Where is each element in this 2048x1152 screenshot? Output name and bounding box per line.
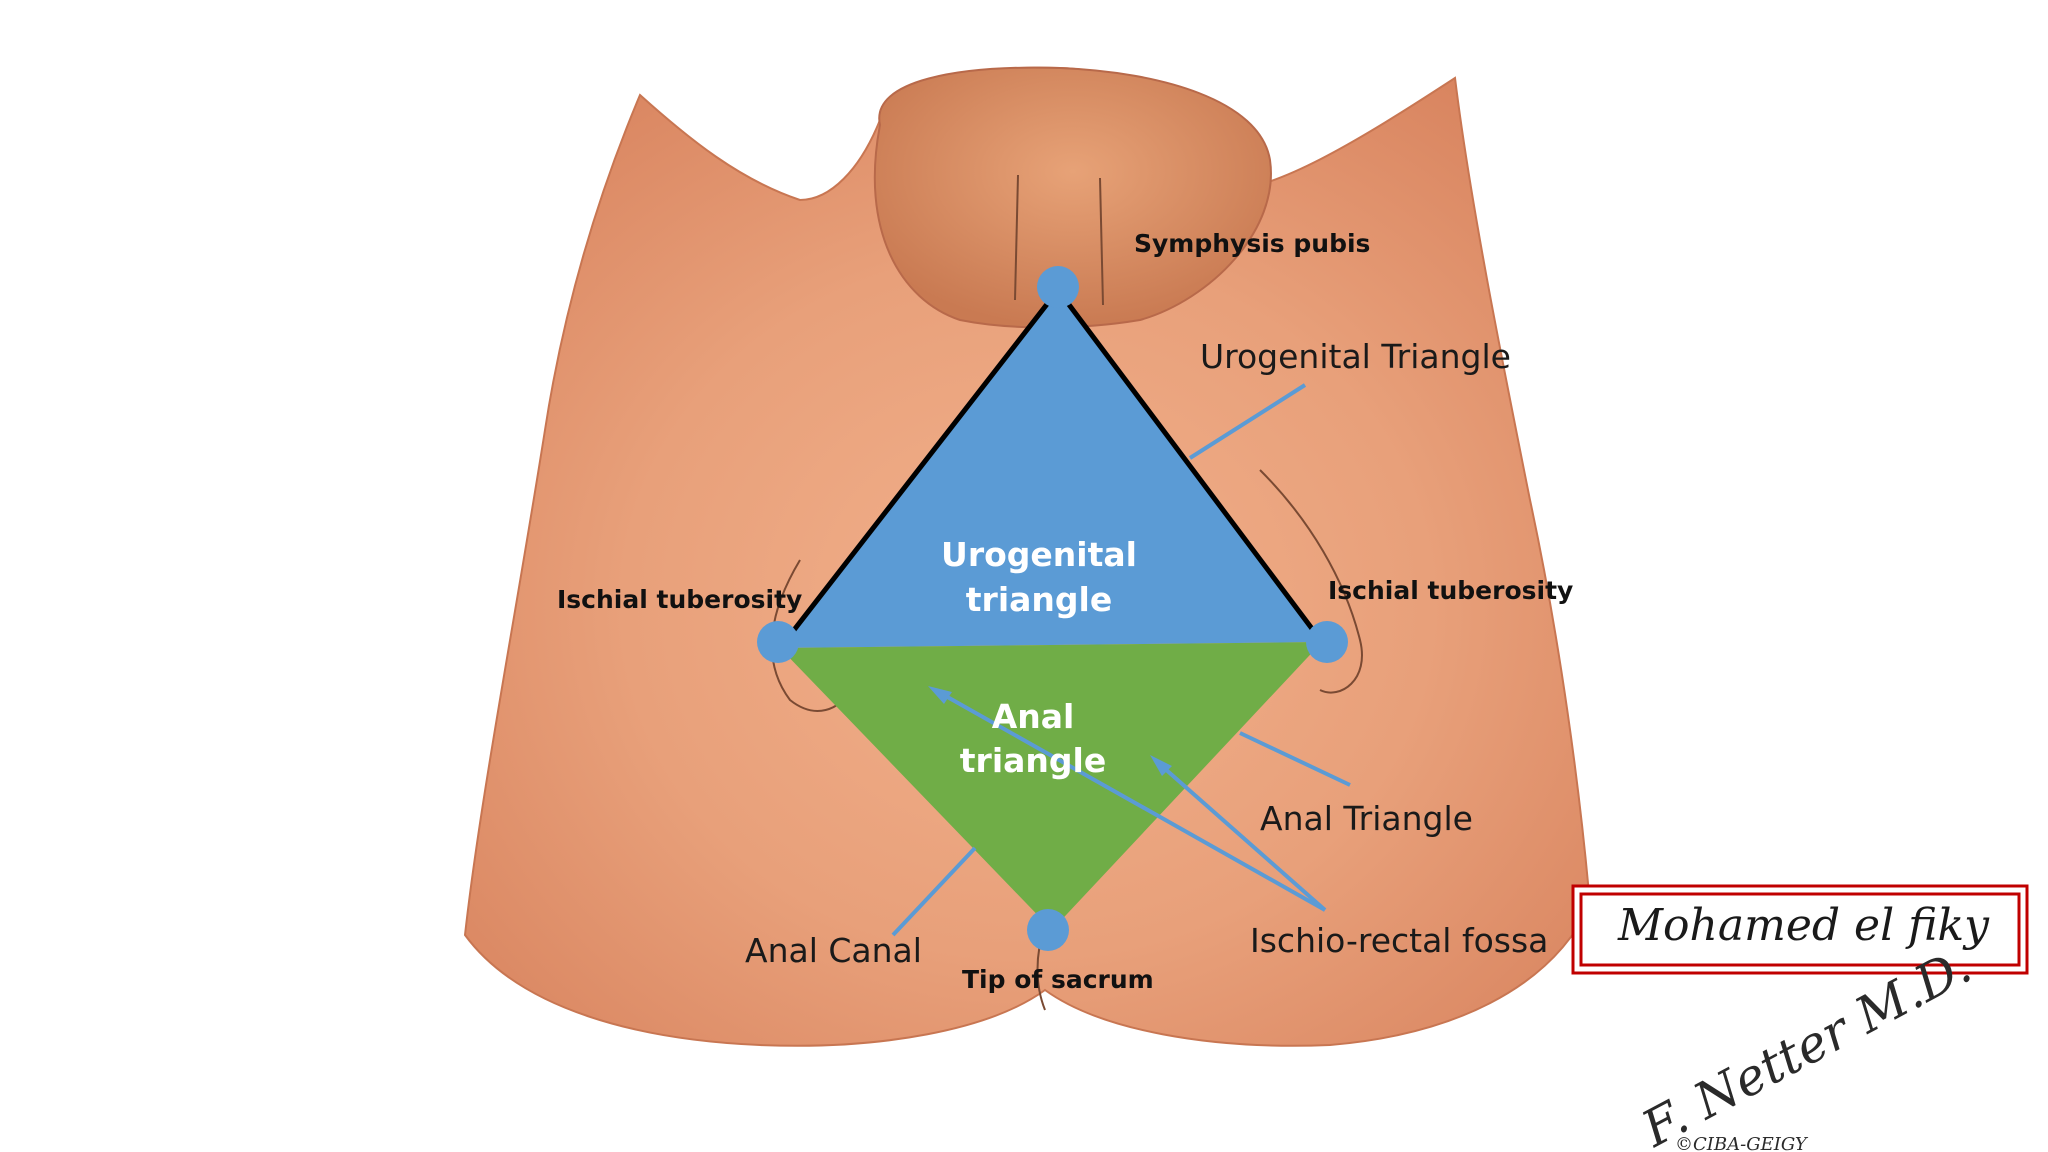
arrowhead-fossa-2 <box>1150 755 1172 776</box>
leader-anal-canal <box>891 846 977 937</box>
raphe-line-left <box>1014 174 1019 301</box>
leader-ischio-rectal-2 <box>1153 758 1327 912</box>
raphe-line-right <box>1099 177 1104 306</box>
symphysis-pubis-dot <box>1037 266 1079 308</box>
label-ischio-rectal-fossa: Ischio-rectal fossa <box>1250 921 1548 960</box>
label-urogenital-triangle-callout: Urogenital Triangle <box>1200 337 1511 376</box>
label-ischial-tuberosity-left: Ischial tuberosity <box>557 585 802 614</box>
label-anal-inner-line1: Anal <box>992 697 1075 736</box>
label-urogenital-inner-line2: triangle <box>966 580 1112 619</box>
ischial-tuberosity-left-dot <box>757 621 799 663</box>
label-urogenital-inner-line1: Urogenital <box>941 535 1137 574</box>
copyright-fragment: ©CIBA-GEIGY <box>1675 1134 1809 1152</box>
anal-triangle-region <box>780 642 1322 930</box>
thigh-fold-left <box>770 559 851 712</box>
arrowhead-fossa-1 <box>928 686 952 704</box>
author-box-inner <box>1579 892 2021 967</box>
scrotum <box>873 66 1272 329</box>
urogenital-triangle-region <box>780 290 1322 648</box>
leader-anal-triangle <box>1239 731 1351 787</box>
landmarks <box>757 266 1348 951</box>
ischial-tuberosity-right-dot <box>1306 621 1348 663</box>
thigh-fold-right <box>1259 469 1363 694</box>
label-symphysis-pubis: Symphysis pubis <box>1134 229 1370 258</box>
label-ischial-tuberosity-right: Ischial tuberosity <box>1328 576 1573 605</box>
tip-of-sacrum-dot <box>1027 909 1069 951</box>
leader-lines <box>891 383 1351 937</box>
leader-ischio-rectal-1 <box>934 688 1326 912</box>
author-box-outer <box>1571 884 2029 975</box>
label-anal-inner-line2: triangle <box>960 741 1106 780</box>
author-watermark: Mohamed el fiky <box>1571 884 2029 975</box>
author-name: Mohamed el fiky <box>1617 900 1990 951</box>
label-anal-canal: Anal Canal <box>745 931 922 970</box>
label-tip-of-sacrum: Tip of sacrum <box>962 965 1154 994</box>
label-anal-triangle-callout: Anal Triangle <box>1260 799 1473 838</box>
leader-urogenital <box>1188 383 1307 460</box>
arrowheads <box>928 686 1172 776</box>
